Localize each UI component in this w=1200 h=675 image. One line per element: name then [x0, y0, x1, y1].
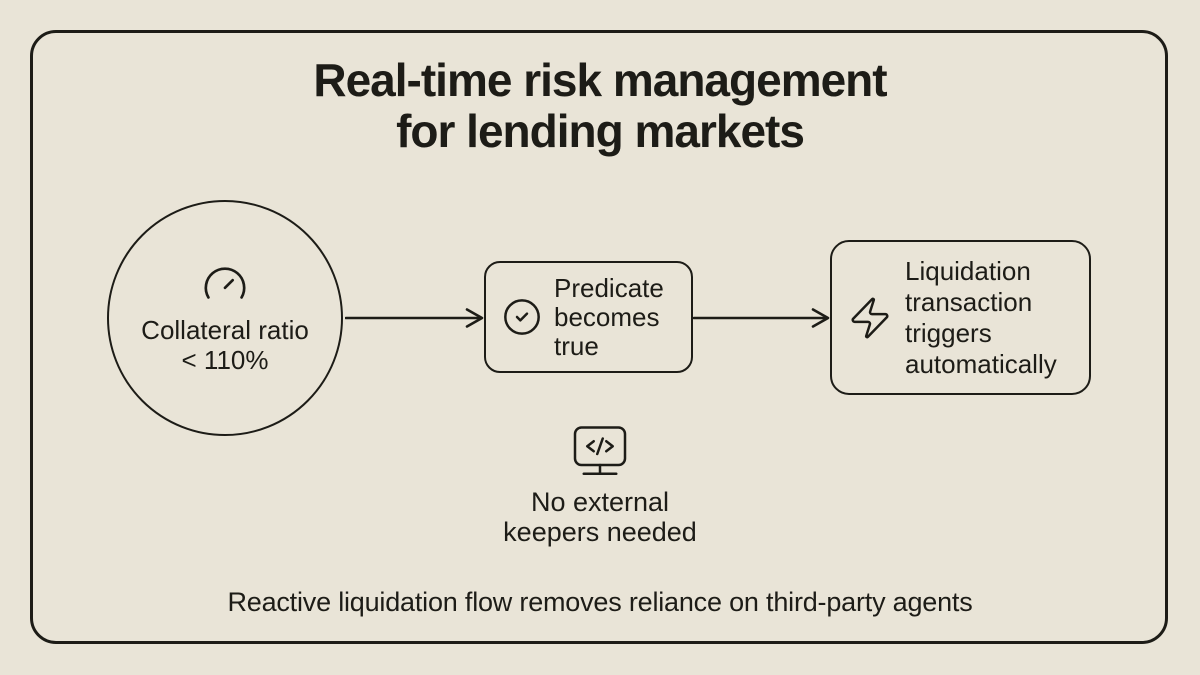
note-label: No external keepers needed — [503, 487, 697, 547]
page-title-line-1: Real-time risk management — [313, 54, 887, 106]
flow-step-collateral-label: Collateral ratio < 110% — [141, 315, 309, 375]
flow-arrow-1-icon — [344, 307, 485, 334]
flow-step-liquidation: Liquidation transaction triggers automat… — [830, 240, 1091, 395]
flow-step-predicate-label: Predicate becomes true — [554, 272, 664, 361]
flow-step-liquidation-label: Liquidation transaction triggers automat… — [905, 255, 1057, 379]
gauge-icon — [202, 261, 248, 307]
page-title-line-2: for lending markets — [396, 105, 805, 157]
lightning-bolt-icon — [847, 295, 893, 341]
flow-step-collateral-ratio: Collateral ratio < 110% — [107, 200, 343, 436]
code-monitor-icon — [570, 421, 630, 479]
flow-step-predicate: Predicate becomes true — [484, 261, 693, 373]
outer-frame-border — [30, 30, 1168, 644]
check-circle-icon — [502, 297, 542, 337]
page-title: Real-time risk management for lending ma… — [0, 55, 1200, 157]
flow-arrow-2-icon — [692, 307, 831, 334]
caption-text: Reactive liquidation flow removes relian… — [227, 587, 973, 617]
